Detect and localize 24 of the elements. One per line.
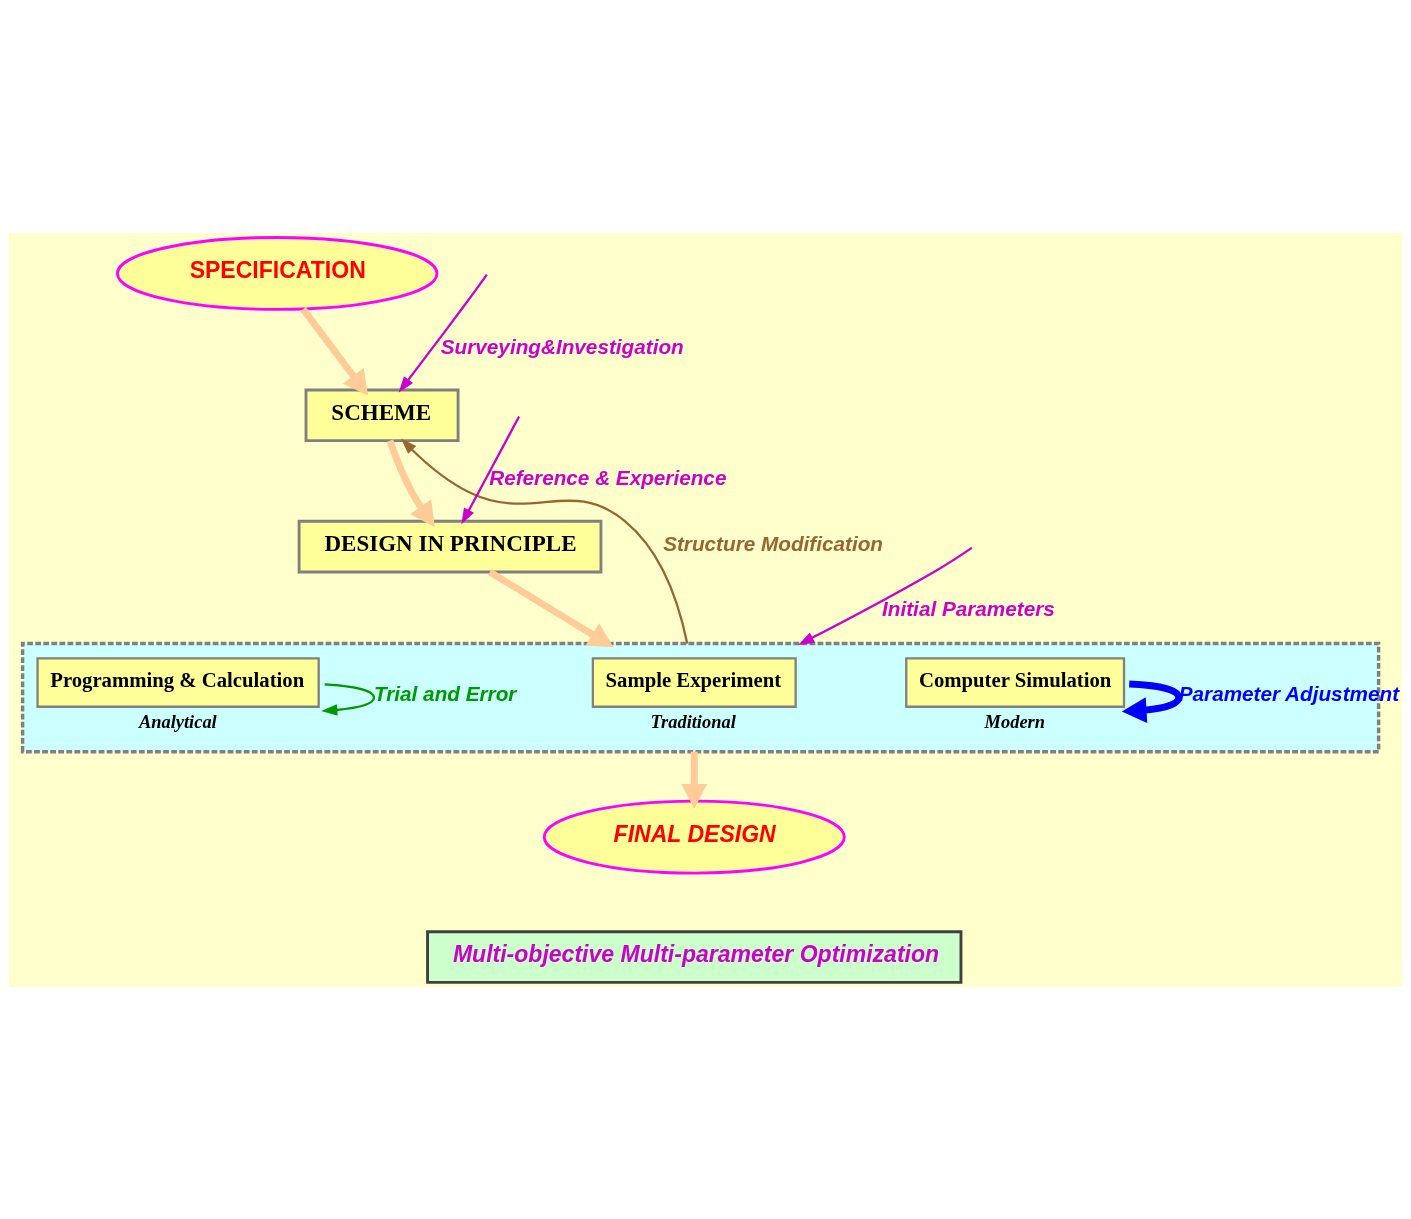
arrow: [300, 306, 369, 396]
edge-label: Trial and Error: [373, 681, 517, 705]
arrow: [400, 437, 689, 644]
node-ellipse: FINAL DESIGN: [542, 799, 846, 875]
edge-label: Parameter Adjustment: [1178, 681, 1400, 705]
arrow: [386, 439, 435, 527]
arrow: [798, 546, 973, 645]
node-ellipse: SPECIFICATION: [116, 235, 439, 311]
arrow: [1121, 680, 1183, 723]
arrow: [398, 273, 488, 392]
node-box: SCHEME: [304, 388, 460, 442]
node-box: DESIGN IN PRINCIPLE: [297, 519, 603, 573]
edge-label: Structure Modification: [663, 531, 884, 555]
edge-label: Reference & Experience: [489, 465, 727, 489]
arrow: [321, 682, 376, 716]
node-box: Multi-objective Multi-parameter Optimization: [426, 929, 963, 984]
arrow: [681, 751, 708, 809]
node-label: Traditional: [650, 711, 736, 732]
arrow: [488, 568, 614, 647]
arrow: [461, 415, 521, 524]
node-label: Modern: [984, 711, 1046, 732]
node-label: Analytical: [138, 711, 217, 732]
edge-label: Surveying&Investigation: [440, 334, 684, 358]
edge-label: Initial Parameters: [882, 596, 1055, 620]
